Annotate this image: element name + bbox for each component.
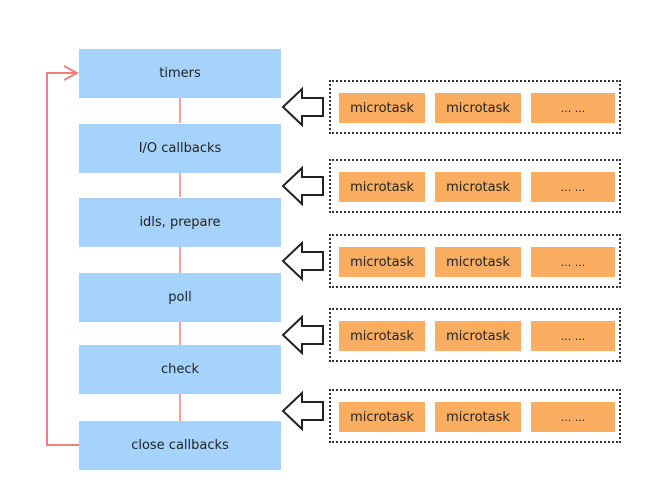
microtask-box: microtask: [435, 93, 521, 123]
hollow-arrow-icon: [281, 240, 324, 282]
ellipsis-box: ... ...: [531, 172, 615, 202]
microtask-box: microtask: [339, 93, 425, 123]
microtask-queue: microtask microtask ... ...: [329, 159, 621, 213]
phase-idle-prepare: idls, prepare: [79, 198, 281, 247]
microtask-box: microtask: [435, 247, 521, 277]
microtask-queue: microtask microtask ... ...: [329, 80, 621, 134]
microtask-queue: microtask microtask ... ...: [329, 308, 621, 362]
hollow-arrow-icon: [281, 165, 324, 207]
hollow-arrow-icon: [281, 390, 324, 432]
microtask-box: microtask: [339, 172, 425, 202]
loop-back-arrow: [46, 72, 79, 446]
hollow-arrow-icon: [281, 86, 324, 128]
ellipsis-box: ... ...: [531, 247, 615, 277]
phase-close-callbacks: close callbacks: [79, 421, 281, 470]
microtask-box: microtask: [339, 321, 425, 351]
ellipsis-box: ... ...: [531, 321, 615, 351]
microtask-queue: microtask microtask ... ...: [329, 389, 621, 443]
microtask-box: microtask: [435, 321, 521, 351]
phase-io-callbacks: I/O callbacks: [79, 124, 281, 173]
microtask-box: microtask: [339, 402, 425, 432]
microtask-queue: microtask microtask ... ...: [329, 234, 621, 288]
ellipsis-box: ... ...: [531, 93, 615, 123]
microtask-box: microtask: [435, 402, 521, 432]
loop-arrowhead-icon: [63, 65, 80, 81]
microtask-box: microtask: [435, 172, 521, 202]
phase-timers: timers: [79, 49, 281, 98]
phase-check: check: [79, 345, 281, 394]
microtask-box: microtask: [339, 247, 425, 277]
phase-poll: poll: [79, 273, 281, 322]
ellipsis-box: ... ...: [531, 402, 615, 432]
hollow-arrow-icon: [281, 314, 324, 356]
